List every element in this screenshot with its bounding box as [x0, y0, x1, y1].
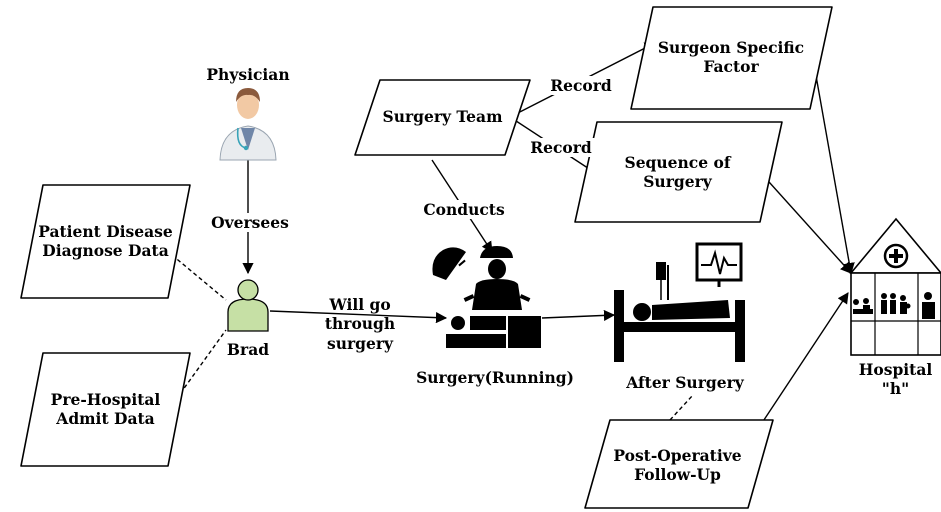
conducts-edge-label: Conducts — [417, 200, 511, 220]
surgery-team-label: Surgery Team — [382, 107, 503, 126]
edge-brad-to-surgery — [269, 310, 448, 324]
record-bottom-edge-label: Record — [524, 138, 598, 158]
post-op-label: Post-Operative Follow-Up — [613, 446, 742, 485]
edge-sequence-to-hospital — [759, 171, 852, 274]
physician-icon — [219, 88, 277, 161]
sequence-label: Sequence of Surgery — [624, 153, 731, 192]
after-surgery-label: After Surgery — [626, 373, 744, 392]
sequence-box — [574, 121, 783, 223]
surgery-team-box — [354, 79, 531, 156]
physician-label: Physician — [206, 65, 290, 84]
oversees-edge-label: Oversees — [208, 213, 292, 233]
surgeon-factor-label: Surgeon Specific Factor — [657, 38, 805, 77]
hospital-label: Hospital "h" — [858, 360, 933, 399]
edge-postop-to-hospital — [751, 292, 849, 439]
patient-disease-box — [20, 184, 191, 299]
surgery-running-label: Surgery(Running) — [416, 368, 574, 387]
record-top-edge-label: Record — [544, 76, 618, 96]
brad-label: Brad — [226, 340, 270, 359]
edge-surgery-to-after — [541, 309, 616, 322]
pre-hospital-label: Pre-Hospital Admit Data — [50, 390, 161, 429]
edge-disease-to-brad — [171, 254, 227, 301]
person-icon — [227, 279, 269, 332]
post-op-box — [584, 419, 774, 509]
will-go-edge-label: Will go through surgery — [324, 295, 396, 353]
hospital-building-icon — [849, 217, 941, 356]
surgery-icon — [432, 246, 541, 348]
hospital-bed-icon — [614, 242, 745, 362]
surgeon-factor-box — [630, 6, 833, 110]
edge-postop-to-after — [669, 394, 694, 421]
edge-factor-to-hospital — [814, 69, 855, 275]
patient-disease-label: Patient Disease Diagnose Data — [38, 222, 173, 261]
pre-hospital-box — [20, 352, 191, 467]
